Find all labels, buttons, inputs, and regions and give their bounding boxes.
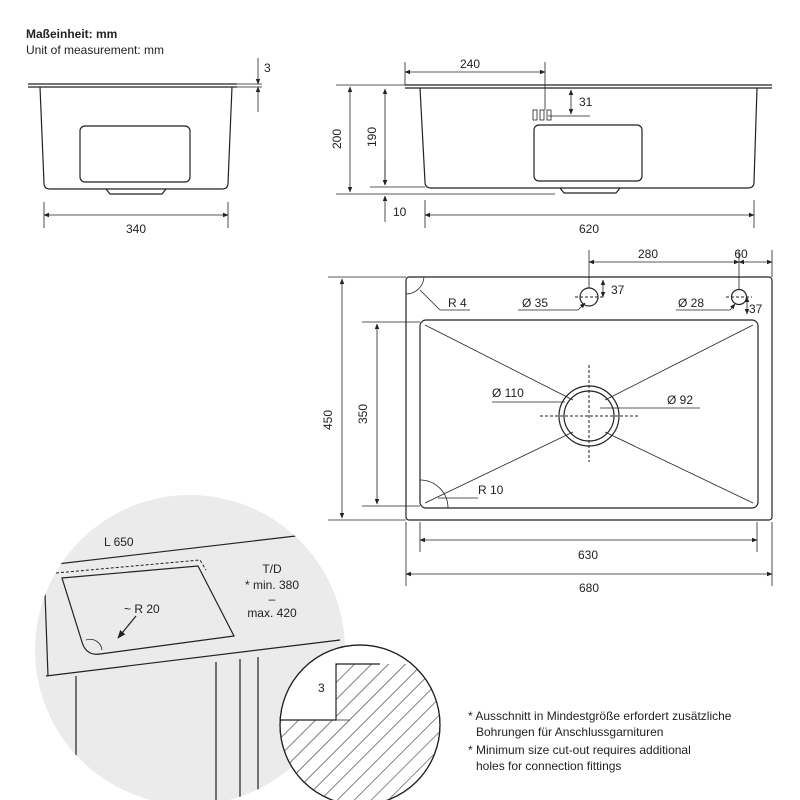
front-flange-label: 10 xyxy=(393,205,407,219)
top-width-outer-label: 680 xyxy=(579,581,599,595)
drain-inner-label: Ø 92 xyxy=(667,393,693,407)
front-height-total-label: 200 xyxy=(330,129,344,149)
top-view: R 4 Ø 35 Ø 28 Ø 110 Ø 92 R 10 280 60 37 … xyxy=(321,247,773,595)
top-height-inner-label: 350 xyxy=(356,404,370,424)
note-de-line1: * Ausschnitt in Mindestgröße erfordert z… xyxy=(468,709,732,723)
hole-edge-label: 60 xyxy=(734,247,748,261)
thickness-detail: 3 xyxy=(279,644,441,800)
front-height-bowl-label: 190 xyxy=(365,127,379,147)
top-bowl-outline xyxy=(419,319,759,509)
bowl-radius-label: R 10 xyxy=(478,483,504,497)
hole-inset-left-label: 37 xyxy=(611,283,625,297)
side-overflow-slot xyxy=(79,125,191,183)
side-view: 3 340 xyxy=(28,58,271,236)
detail-length-label: L 650 xyxy=(104,535,134,549)
hole-offset-label: 280 xyxy=(638,247,658,261)
corner-radius-label: R 4 xyxy=(448,296,467,310)
detail-radius-label: ~ R 20 xyxy=(124,602,160,616)
front-tap-height-label: 31 xyxy=(579,95,593,109)
detail-dash-label: – xyxy=(269,592,276,606)
detail-min-depth-label: * min. 380 xyxy=(245,578,299,592)
front-view: 240 31 200 190 10 620 xyxy=(330,57,772,236)
installation-detail: L 650 T/D * min. 380 – max. 420 ~ R 20 xyxy=(35,495,345,800)
tap-hole-small-label: Ø 28 xyxy=(678,296,704,310)
hole-inset-right-label: 37 xyxy=(749,302,763,316)
side-thickness-label: 3 xyxy=(264,61,271,75)
thickness-detail-label: 3 xyxy=(318,681,325,695)
front-tap-offset-label: 240 xyxy=(460,57,480,71)
side-depth-label: 340 xyxy=(126,222,146,236)
note-en-line2: holes for connection fittings xyxy=(476,759,621,773)
top-outer-outline xyxy=(405,276,773,521)
detail-max-depth-label: max. 420 xyxy=(247,606,297,620)
unit-label-en: Unit of measurement: mm xyxy=(26,43,164,57)
tap-hole-large-label: Ø 35 xyxy=(522,296,548,310)
top-height-outer-label: 450 xyxy=(321,410,335,430)
drain-outer-label: Ø 110 xyxy=(492,386,524,400)
side-bowl-outline xyxy=(39,86,233,190)
detail-circle-background xyxy=(35,495,345,800)
note-en-line1: * Minimum size cut-out requires addition… xyxy=(468,743,691,757)
detail-cutout xyxy=(61,565,235,655)
note-de-line2: Bohrungen für Anschlussgarnituren xyxy=(476,725,663,739)
unit-label-de: Maßeinheit: mm xyxy=(26,27,117,41)
front-bowl-outline xyxy=(419,87,758,189)
front-overflow-slot xyxy=(533,124,643,182)
front-width-label: 620 xyxy=(579,222,599,236)
top-width-inner-label: 630 xyxy=(578,548,598,562)
detail-depth-label: T/D xyxy=(262,562,282,576)
